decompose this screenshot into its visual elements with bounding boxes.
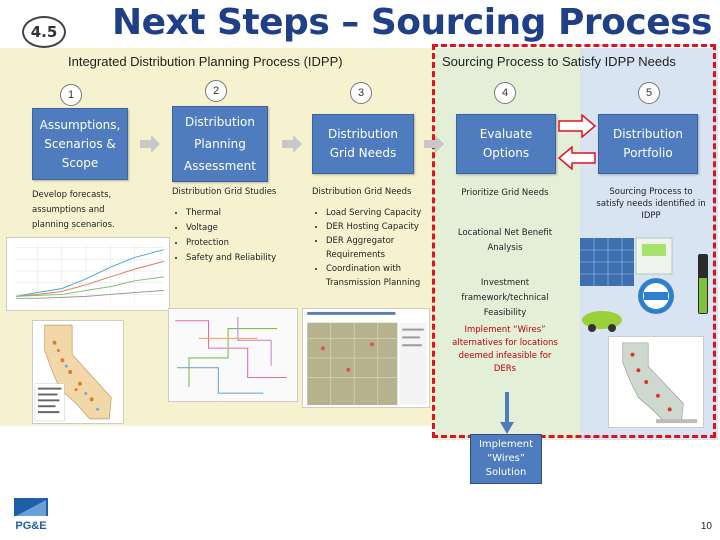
grid-needs-map-thumbnail (302, 308, 430, 408)
step-4-item-lnba: Locational Net Benefit Analysis (457, 228, 553, 253)
step-2-line: Distribution (184, 115, 255, 129)
evaluate-background (436, 48, 580, 440)
step-1-line: Assumptions, (39, 117, 121, 132)
pge-logo-icon: PG&E (12, 496, 50, 534)
step-3-box: Distribution Grid Needs (312, 114, 414, 174)
step-1-line: Scope (61, 155, 99, 170)
portfolio-map-thumbnail (608, 336, 704, 428)
red-left-arrow-icon (558, 146, 596, 170)
sourcing-highlight-border (432, 44, 716, 438)
step-1-desc-line: planning scenarios. (32, 220, 115, 230)
step-1-desc-line: assumptions and (32, 205, 105, 215)
pge-logo: PG&E (12, 496, 50, 534)
step-4-line: Evaluate (479, 127, 533, 141)
step-3-bullets: Load Serving Capacity DER Hosting Capaci… (314, 206, 436, 290)
step-3-heading: Distribution Grid Needs (312, 187, 412, 197)
step-2-line: Planning (194, 137, 246, 151)
step-2-box: Distribution Planning Assessment (172, 106, 268, 182)
bullet-item: DER Aggregator Requirements (326, 234, 436, 262)
step-2-line: Assessment (184, 159, 256, 173)
implement-line: Solution (485, 467, 527, 478)
bullet-item: Thermal (186, 206, 306, 221)
grid-study-network-thumbnail (168, 308, 298, 402)
step-3-number: 3 (350, 82, 372, 104)
bullet-item: DER Hosting Capacity (326, 220, 436, 234)
step-1-desc-line: Develop forecasts, (32, 190, 112, 200)
step-3-line: Grid Needs (329, 146, 397, 160)
page-number: 10 (700, 521, 712, 532)
down-arrow-icon (500, 392, 514, 434)
section-badge: 4.5 (22, 16, 66, 48)
step-2-heading: Distribution Grid Studies (172, 187, 277, 197)
bullet-item: Voltage (186, 221, 306, 236)
red-right-arrow-icon (558, 114, 596, 138)
der-technologies-collage (580, 237, 708, 332)
svg-text:PG&E: PG&E (15, 520, 46, 532)
step-5-description: Sourcing Process to satisfy needs identi… (596, 187, 706, 221)
bullet-item: Load Serving Capacity (326, 206, 436, 220)
step-1-number: 1 (60, 84, 82, 106)
gray-right-arrow-icon (424, 135, 444, 153)
step-2-number: 2 (205, 80, 227, 102)
step-5-box: Distribution Portfolio (598, 114, 698, 174)
step-4-red-note: Implement “Wires” alternatives for locat… (452, 325, 558, 374)
step-5-line: Portfolio (623, 146, 673, 160)
bullet-item: Coordination with Transmission Planning (326, 262, 436, 290)
bullet-item: Protection (186, 236, 306, 251)
step-1-box: Assumptions, Scenarios & Scope (32, 108, 128, 180)
forecast-chart-thumbnail (6, 237, 170, 311)
gray-right-arrow-icon (282, 135, 302, 153)
step-1-line: Scenarios & (44, 136, 116, 151)
step-5-number: 5 (638, 82, 660, 104)
idpp-subtitle: Integrated Distribution Planning Process… (68, 54, 343, 69)
step-4-number: 4 (494, 82, 516, 104)
step-3-line: Distribution (327, 127, 398, 141)
slide-title: Next Steps – Sourcing Process (112, 2, 712, 43)
gray-right-arrow-icon (140, 135, 160, 153)
implement-wires-solution-box: Implement “Wires” Solution (470, 434, 542, 484)
step-2-bullets: Thermal Voltage Protection Safety and Re… (174, 206, 306, 266)
step-4-line: Options (482, 146, 530, 160)
step-4-item-prioritize: Prioritize Grid Needs (461, 188, 549, 198)
step-4-box: Evaluate Options (456, 114, 556, 174)
step-5-line: Distribution (612, 127, 683, 141)
california-map-thumbnail (32, 320, 124, 424)
step-4-item-investment: Investment framework/technical Feasibili… (461, 278, 549, 318)
step-1-description: Develop forecasts, assumptions and plann… (32, 188, 142, 233)
sourcing-subtitle: Sourcing Process to Satisfy IDPP Needs (442, 54, 676, 69)
bullet-item: Safety and Reliability (186, 251, 306, 266)
implement-line: Implement (478, 439, 534, 450)
implement-line: “Wires” (486, 453, 526, 464)
